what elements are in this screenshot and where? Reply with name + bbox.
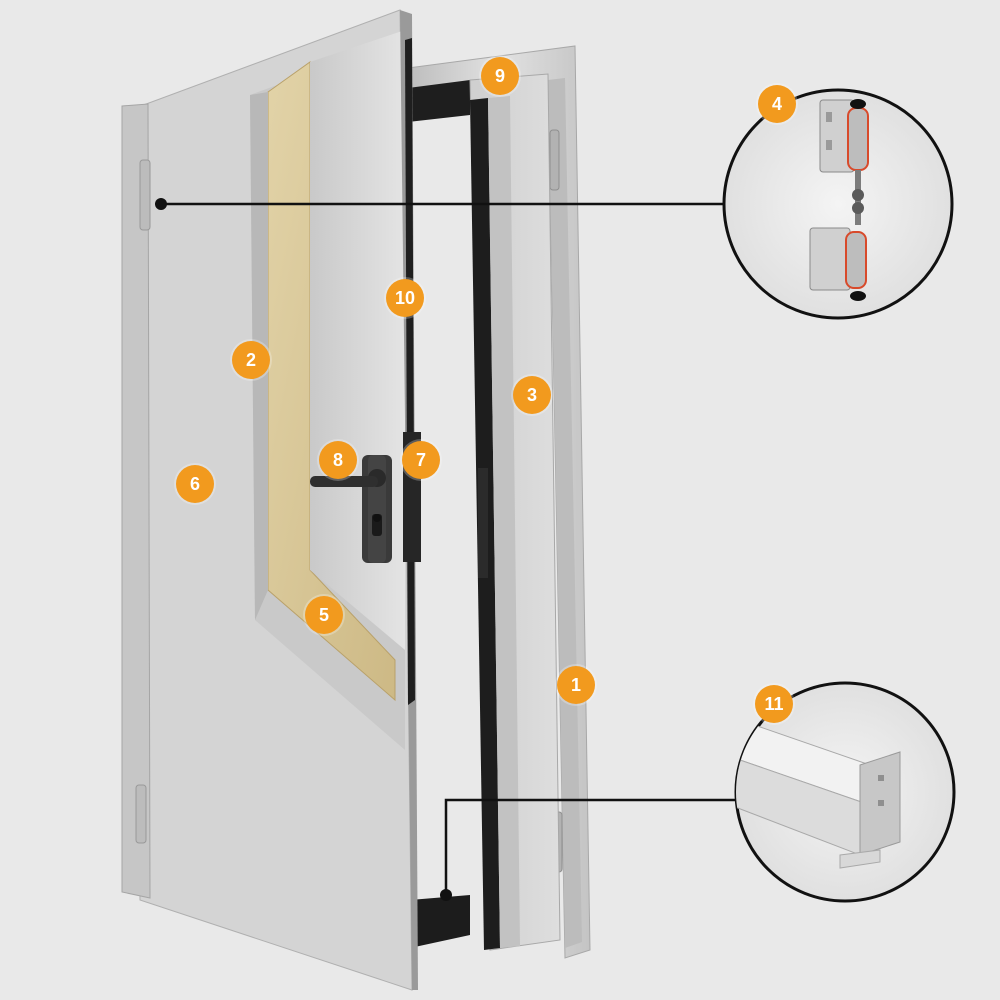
- callout-11: 11: [755, 685, 793, 723]
- callout-8: 8: [319, 441, 357, 479]
- callout-6: 6: [176, 465, 214, 503]
- door-handle: [310, 455, 392, 563]
- callout-1: 1: [557, 666, 595, 704]
- leader-lines: [155, 198, 735, 901]
- hinge-detail: [722, 88, 954, 320]
- door-leaf-edge: [469, 73, 561, 951]
- door-leaf: [121, 9, 421, 991]
- threshold-detail: [734, 681, 956, 903]
- callout-7: 7: [402, 441, 440, 479]
- callout-2: 2: [232, 341, 270, 379]
- profile-icon: [736, 719, 901, 869]
- callout-5: 5: [305, 596, 343, 634]
- hinge-icon: [809, 99, 869, 301]
- callout-3: 3: [513, 376, 551, 414]
- callout-9: 9: [481, 57, 519, 95]
- callout-4: 4: [758, 85, 796, 123]
- callout-10: 10: [386, 279, 424, 317]
